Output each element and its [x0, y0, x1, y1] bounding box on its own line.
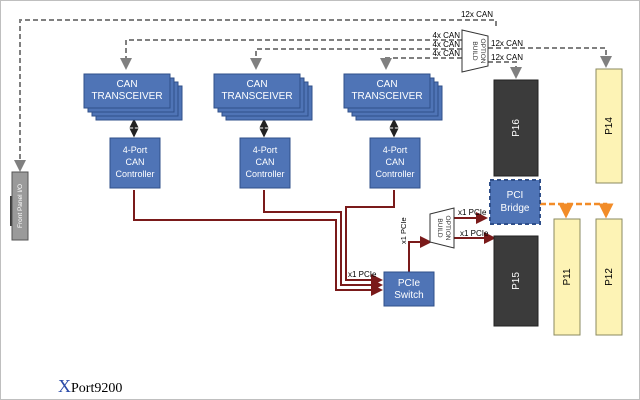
- connector-p11: P11: [553, 218, 581, 336]
- can-transceiver-3: CAN TRANSCEIVER: [343, 73, 443, 121]
- transceiver-label-3: CAN: [376, 79, 397, 90]
- pci-bus-lines: [540, 202, 614, 219]
- front-panel-io: Front Panel I/O: [10, 171, 29, 241]
- connector-p16: P16: [493, 79, 539, 177]
- label-can12-top: 12x CAN: [461, 10, 493, 19]
- svg-text:BUILD: BUILD: [471, 41, 478, 60]
- label-can4-b: 4x CAN: [432, 40, 460, 49]
- can-transceiver-1: CAN TRANSCEIVER: [83, 73, 183, 121]
- svg-text:CAN: CAN: [125, 157, 144, 167]
- transceiver-label-2: CAN: [246, 79, 267, 90]
- can-controller-2: 4-Port CAN Controller: [239, 137, 291, 189]
- pcie-lines: [133, 190, 496, 296]
- can-controller-3: 4-Port CAN Controller: [369, 137, 421, 189]
- label-can12-right: 12x CAN: [491, 39, 523, 48]
- label-can4-a: 4x CAN: [432, 31, 460, 40]
- svg-text:P11: P11: [562, 268, 573, 285]
- connector-p14: P14: [595, 68, 623, 184]
- svg-text:PCIe: PCIe: [398, 278, 421, 289]
- pcie-switch: PCIe Switch: [383, 271, 435, 307]
- product-title: XPort9200: [58, 376, 122, 396]
- svg-text:BUILD: BUILD: [436, 218, 443, 237]
- svg-text:CAN: CAN: [385, 157, 404, 167]
- svg-text:4-Port: 4-Port: [123, 145, 148, 155]
- svg-text:OPTION: OPTION: [444, 216, 451, 241]
- svg-text:P12: P12: [604, 268, 615, 286]
- svg-text:P16: P16: [511, 119, 522, 137]
- label-pcie-bridge: x1 PCIe: [458, 208, 487, 217]
- svg-text:P15: P15: [511, 272, 522, 290]
- svg-text:4-Port: 4-Port: [383, 145, 408, 155]
- svg-text:OPTION: OPTION: [479, 39, 486, 64]
- svg-text:P14: P14: [604, 117, 615, 135]
- label-pcie-p15: x1 PCIe: [460, 229, 489, 238]
- build-option-mid: BUILD OPTION: [429, 207, 455, 249]
- svg-text:Controller: Controller: [375, 169, 414, 179]
- transceiver-label-1b: TRANSCEIVER: [91, 91, 162, 102]
- transceiver-label-1: CAN: [116, 79, 137, 90]
- svg-text:CAN: CAN: [255, 157, 274, 167]
- link-labels: 12x CAN 4x CAN 4x CAN 4x CAN 12x CAN 12x…: [348, 10, 523, 279]
- transceiver-label-3b: TRANSCEIVER: [351, 91, 422, 102]
- label-pcie-up: x1 PCIe: [399, 217, 408, 244]
- build-option-top: BUILD OPTION: [461, 29, 489, 73]
- connector-p15: P15: [493, 235, 539, 327]
- svg-text:Bridge: Bridge: [501, 203, 530, 214]
- svg-text:Controller: Controller: [245, 169, 284, 179]
- pci-bridge: PCI Bridge: [489, 179, 541, 225]
- label-can4-c: 4x CAN: [432, 49, 460, 58]
- svg-text:4-Port: 4-Port: [253, 145, 278, 155]
- can-controller-1: 4-Port CAN Controller: [109, 137, 161, 189]
- svg-text:Front Panel I/O: Front Panel I/O: [17, 184, 24, 228]
- connector-p12: P12: [595, 218, 623, 336]
- transceiver-controller-links: [129, 118, 399, 138]
- label-can12-p16: 12x CAN: [491, 53, 523, 62]
- svg-text:Switch: Switch: [394, 290, 423, 301]
- label-pcie-switch: x1 PCIe: [348, 270, 377, 279]
- transceiver-label-2b: TRANSCEIVER: [221, 91, 292, 102]
- can-transceiver-2: CAN TRANSCEIVER: [213, 73, 313, 121]
- svg-text:PCI: PCI: [507, 190, 524, 201]
- svg-text:Controller: Controller: [115, 169, 154, 179]
- can-bus-lines: [14, 19, 612, 172]
